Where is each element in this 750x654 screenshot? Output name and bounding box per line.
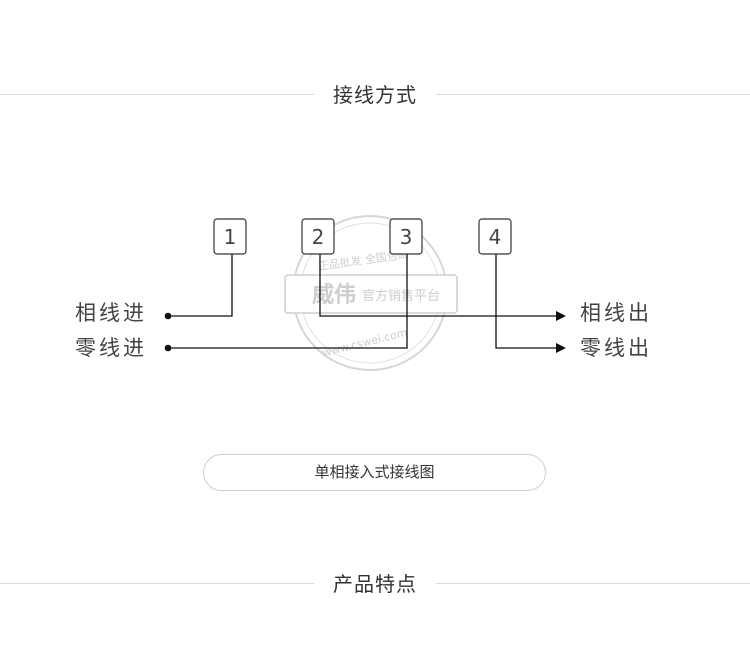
label-neutral-in: 零线进 — [75, 336, 147, 360]
label-neutral-out: 零线出 — [580, 336, 652, 360]
phase-out-arrow-icon — [556, 311, 566, 321]
wire-terminal-4 — [495, 254, 556, 349]
neutral-in-dot — [164, 344, 172, 352]
divider-right — [436, 583, 750, 584]
section-header-features: 产品特点 — [0, 569, 750, 599]
terminal-4: 4 — [478, 218, 512, 255]
terminal-1: 1 — [213, 218, 247, 255]
divider-left — [0, 583, 314, 584]
wires — [168, 254, 556, 349]
terminal-2: 2 — [301, 218, 335, 255]
terminal-3: 3 — [389, 218, 423, 255]
terminal-2-label: 2 — [312, 225, 325, 249]
terminal-3-label: 3 — [400, 225, 413, 249]
wire-terminal-3 — [168, 254, 408, 349]
neutral-out-arrow-icon — [556, 343, 566, 353]
watermark-tagline: 官方销售平台 — [362, 288, 440, 304]
watermark-banner — [284, 274, 458, 314]
diagram-caption: 单相接入式接线图 — [203, 454, 546, 491]
section-title-wiring: 接线方式 — [333, 83, 417, 107]
wire-terminal-2 — [319, 254, 556, 317]
phase-in-dot — [164, 312, 172, 320]
watermark-url: www.cswei.com — [321, 326, 409, 360]
terminal-1-label: 1 — [224, 225, 237, 249]
divider-left — [0, 94, 314, 95]
section-header-wiring: 接线方式 — [0, 80, 750, 110]
section-title-features: 产品特点 — [333, 572, 417, 596]
label-phase-out: 相线出 — [580, 301, 652, 325]
divider-right — [436, 94, 750, 95]
label-phase-in: 相线进 — [75, 301, 147, 325]
terminal-4-label: 4 — [489, 225, 502, 249]
wire-terminal-1 — [168, 254, 233, 317]
watermark: 威伟 官方销售平台 正品批发 全国包邮 www.cswei.com — [284, 215, 458, 371]
watermark-brand: 威伟 — [312, 282, 356, 308]
